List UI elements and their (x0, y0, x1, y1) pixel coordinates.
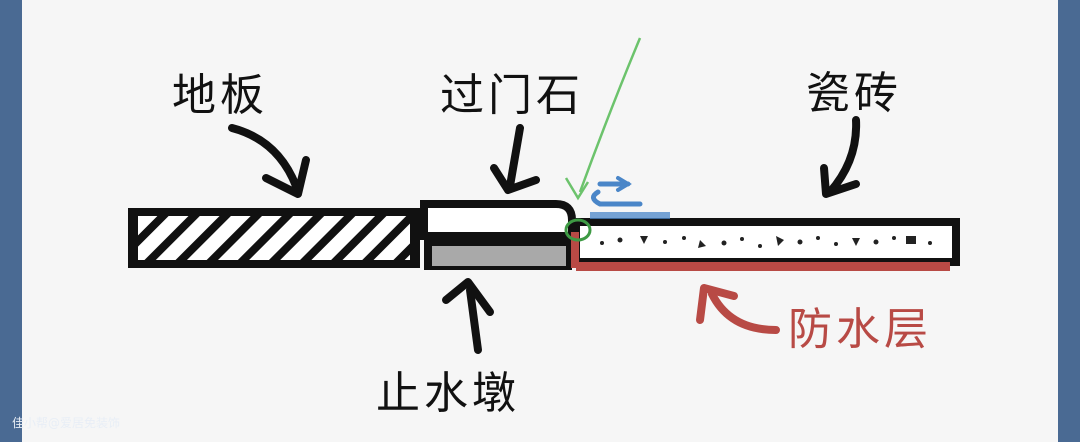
label-waterproof-layer: 防水层 (788, 304, 932, 355)
label-water-stop-ridge: 止水墩 (376, 368, 520, 419)
label-floor: 地板 (172, 70, 268, 121)
tile-layer (572, 218, 960, 266)
arrow-to-waterproof-layer-head (696, 284, 738, 324)
blue-flow-arrowhead (616, 176, 632, 192)
arrow-to-tile (826, 116, 861, 196)
label-threshold-stone: 过门石 (440, 70, 584, 121)
arrow-to-water-stop-ridge-head (442, 278, 494, 316)
green-annotation-arrowhead (564, 177, 590, 201)
arrow-to-threshold-stone-head (490, 164, 540, 194)
watermark-text: 佳小帮@爱居免装饰 (12, 416, 121, 430)
arrow-to-waterproof-layer (708, 290, 780, 334)
blue-highlight-band (590, 212, 670, 219)
arrow-to-water-stop-ridge (466, 286, 482, 354)
tile-speckles (600, 236, 932, 248)
green-annotation-line (578, 37, 642, 193)
waterproof-layer-line (576, 262, 950, 271)
arrow-to-tile-head (820, 164, 860, 198)
blue-flow-arrow (591, 181, 643, 207)
green-joint-circle (564, 218, 592, 242)
water-stop-ridge-fill (432, 246, 566, 266)
arrow-to-floor-head (262, 156, 310, 198)
arrow-to-floor (228, 124, 300, 190)
arrow-to-threshold-stone (506, 124, 524, 190)
threshold-stone-shape (420, 200, 576, 240)
label-tile: 瓷砖 (806, 68, 902, 119)
floor-board-hatch (138, 216, 410, 260)
waterproof-layer-upturn (571, 232, 579, 268)
